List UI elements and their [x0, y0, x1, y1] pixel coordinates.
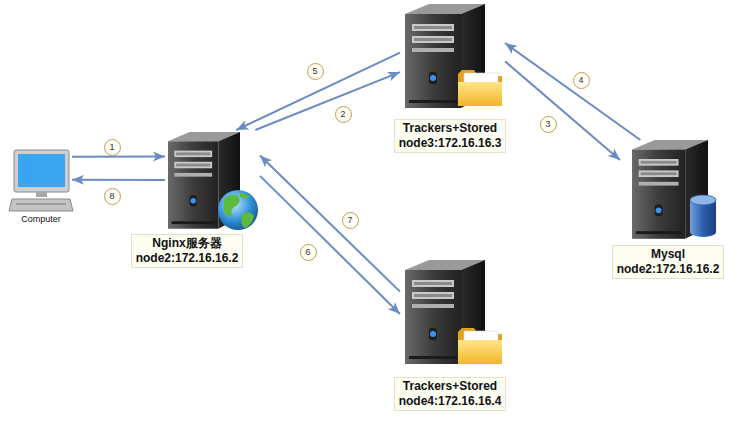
server-node: Computer [10, 150, 72, 212]
computer-icon [9, 150, 73, 211]
node-title: Trackers+Stored [399, 379, 502, 394]
server-node: Trackers+Storednode4:172.16.16.4 [400, 258, 505, 370]
flow-arrow [236, 53, 400, 130]
node-label: Trackers+Storednode3:172.16.16.3 [394, 119, 507, 153]
server-node: Mysqlnode2:172.16.16.2 [620, 140, 722, 240]
step-number: 8 [104, 188, 121, 205]
node-label: Nginx服务器node2:172.16.16.2 [131, 234, 244, 268]
step-number: 1 [104, 139, 121, 156]
flow-arrow [505, 43, 640, 140]
flow-arrow [72, 156, 165, 158]
step-number: 2 [335, 106, 352, 123]
step-number: 6 [300, 244, 317, 261]
flow-arrow [72, 179, 165, 181]
step-number: 4 [573, 72, 590, 89]
flow-arrow [505, 61, 620, 160]
step-number: 7 [342, 212, 359, 229]
flow-arrow [255, 72, 400, 130]
node-address: node3:172.16.16.3 [399, 136, 502, 151]
node-address: node2:172.16.16.2 [617, 262, 720, 277]
server-icon [405, 260, 502, 364]
step-number: 5 [307, 63, 324, 80]
node-label: Computer [19, 214, 63, 225]
server-node: Nginx服务器node2:172.16.16.2 [165, 130, 260, 232]
flow-arrow [260, 156, 400, 292]
step-number: 3 [540, 116, 557, 133]
node-title: Trackers+Stored [399, 121, 502, 136]
server-icon [168, 132, 258, 230]
server-node: Trackers+Storednode3:172.16.16.3 [400, 3, 505, 111]
server-icon [632, 140, 716, 239]
node-address: node2:172.16.16.2 [136, 251, 239, 266]
node-label: Mysqlnode2:172.16.16.2 [612, 245, 725, 279]
node-label: Trackers+Storednode4:172.16.16.4 [394, 377, 507, 411]
flow-arrow [260, 176, 400, 314]
node-title: Mysql [617, 247, 720, 262]
node-title: Computer [21, 214, 61, 225]
server-icon [405, 4, 502, 108]
node-title: Nginx服务器 [136, 236, 239, 251]
node-address: node4:172.16.16.4 [399, 394, 502, 409]
